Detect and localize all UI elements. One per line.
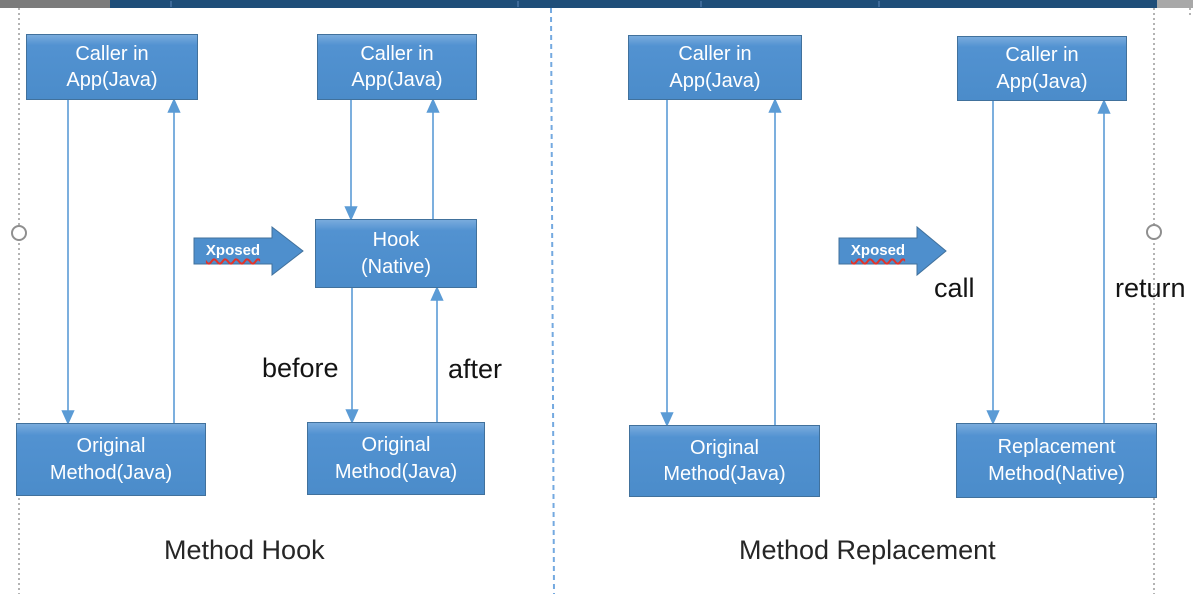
before-label: before: [262, 353, 339, 383]
method-hook-connectors: [61, 98, 444, 425]
arrowhead-up-icon: [430, 286, 444, 301]
arrowhead-down-icon: [345, 409, 359, 424]
replacement-method-box: Replacement Method(Native): [956, 423, 1157, 498]
arrowhead-down-icon: [986, 410, 1000, 425]
top-bar-navy: [110, 0, 1157, 8]
xposed-label: Xposed: [205, 242, 261, 259]
arrowhead-down-icon: [61, 410, 75, 425]
xposed-label: Xposed: [850, 242, 906, 259]
arrowhead-up-icon: [1097, 99, 1111, 114]
arrowhead-up-icon: [167, 98, 181, 113]
caller-in-app-box: Caller in App(Java): [628, 35, 802, 100]
selection-handle-circle[interactable]: [1146, 224, 1162, 240]
caller-in-app-box: Caller in App(Java): [26, 34, 198, 100]
after-label: after: [448, 354, 503, 384]
arrowhead-down-icon: [344, 206, 358, 221]
selection-handle-circle[interactable]: [11, 225, 27, 241]
caller-in-app-box: Caller in App(Java): [317, 34, 477, 100]
arrowhead-up-icon: [426, 98, 440, 113]
xposed-block-arrow-icon: [838, 225, 947, 277]
arrowhead-down-icon: [660, 412, 674, 427]
xposed-block-arrow-icon: [193, 225, 304, 277]
method-replacement-caption: Method Replacement: [739, 535, 996, 565]
top-bar-tick: [878, 1, 880, 7]
top-bar-gray-right: [1157, 0, 1193, 8]
diagram-divider-dashed-line: [550, 7, 555, 594]
original-method-box: Original Method(Java): [307, 422, 485, 495]
top-bar-tick: [517, 1, 519, 7]
caller-in-app-box: Caller in App(Java): [957, 36, 1127, 101]
top-bar-tick: [700, 1, 702, 7]
original-method-box: Original Method(Java): [629, 425, 820, 497]
call-label: call: [934, 273, 975, 303]
top-bar-tick: [170, 1, 172, 7]
method-hook-caption: Method Hook: [164, 535, 325, 565]
method-replacement-connectors: [660, 98, 1111, 427]
hook-native-box: Hook (Native): [315, 219, 477, 288]
arrowhead-up-icon: [768, 98, 782, 113]
top-bar-gray-left: [0, 0, 110, 8]
return-label: return: [1115, 273, 1186, 303]
original-method-box: Original Method(Java): [16, 423, 206, 496]
